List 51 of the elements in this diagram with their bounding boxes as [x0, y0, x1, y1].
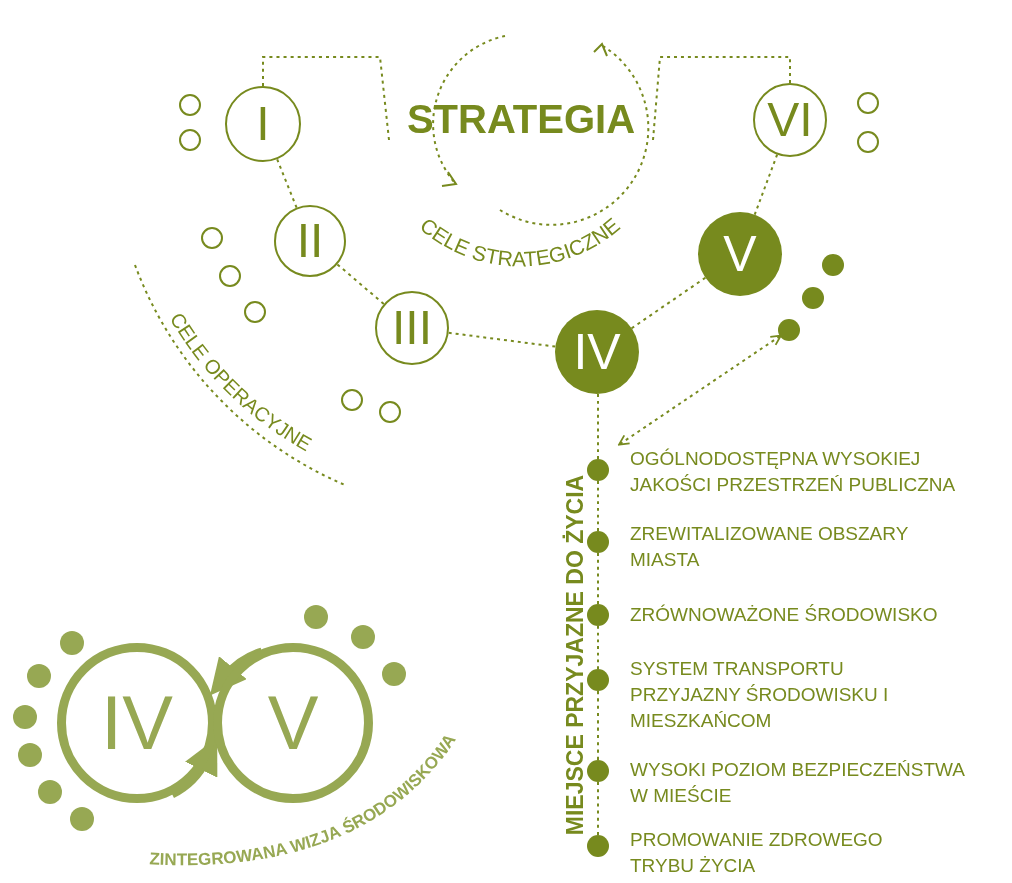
- arrow: [618, 334, 782, 446]
- list-item-text: ZREWITALIZOWANE OBSZARY MIASTA: [630, 522, 909, 572]
- small-circle: [201, 227, 223, 249]
- connector-line: [597, 625, 599, 670]
- numeral-circle: I: [225, 86, 301, 162]
- connector-line: [597, 781, 599, 836]
- connector-line: [336, 263, 385, 305]
- small-circle: [179, 129, 201, 151]
- small-circle: [244, 301, 266, 323]
- filled-numeral-circle: V: [698, 212, 782, 296]
- numeral-circle: III: [375, 291, 449, 365]
- arrow: [208, 647, 264, 695]
- title-text: STRATEGIA: [390, 96, 652, 142]
- filled-dot: [778, 319, 800, 341]
- connector-line: [597, 393, 599, 460]
- connector-line: [630, 276, 707, 330]
- filled-dot: [304, 605, 328, 629]
- vertical-label: MIEJSCE PRZYJAZNE DO ŻYCIA: [561, 474, 589, 836]
- filled-dot: [27, 664, 51, 688]
- connector-line: [262, 56, 390, 141]
- filled-dot: [18, 743, 42, 767]
- connector-line: [276, 158, 298, 209]
- filled-dot: [38, 780, 62, 804]
- list-item-text: ZRÓWNOWAŻONE ŚRODOWISKO: [630, 603, 939, 627]
- loop-circle: V: [213, 643, 373, 803]
- connector-line: [597, 552, 599, 605]
- small-circle: [857, 131, 879, 153]
- filled-dot: [70, 807, 94, 831]
- connector-line: [753, 153, 779, 216]
- connector-line: [652, 56, 791, 141]
- list-item-text: SYSTEM TRANSPORTU PRZYJAZNY ŚRODOWISKU I MIESZKAŃCOM: [630, 657, 890, 733]
- small-circle: [219, 265, 241, 287]
- small-circle: [341, 389, 363, 411]
- filled-dot: [802, 287, 824, 309]
- filled-dot: [60, 631, 84, 655]
- numeral-circle: VI: [753, 83, 827, 157]
- connector-line: [597, 480, 599, 532]
- list-item-text: PROMOWANIE ZDROWEGO TRYBU ŻYCIA: [630, 828, 884, 878]
- filled-dot: [382, 662, 406, 686]
- list-item-text: OGÓLNODOSTĘPNA WYSOKIEJ JAKOŚCI PRZESTRZEŃ PUBLICZNA: [630, 447, 957, 497]
- list-item-text: WYSOKI POZIOM BEZPIECZEŃSTWA W MIEŚCIE: [630, 758, 966, 808]
- filled-dot: [822, 254, 844, 276]
- connector-line: [597, 690, 599, 761]
- filled-dot: [351, 625, 375, 649]
- small-circle: [857, 92, 879, 114]
- filled-numeral-circle: IV: [555, 310, 639, 394]
- small-circle: [179, 94, 201, 116]
- connector-line: [447, 331, 557, 348]
- small-circle: [379, 401, 401, 423]
- numeral-circle: II: [274, 205, 346, 277]
- filled-dot: [13, 705, 37, 729]
